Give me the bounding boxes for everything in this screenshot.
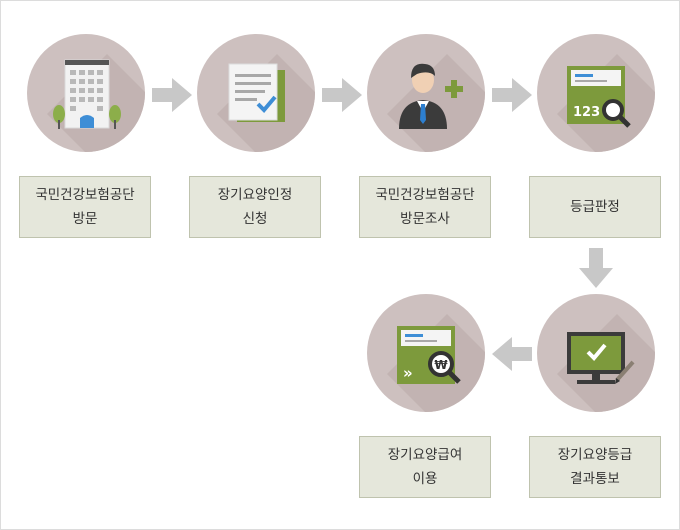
- step-2-circle: [197, 34, 315, 152]
- monitor-check-icon: [557, 314, 655, 412]
- step-4-label: 등급판정: [529, 176, 661, 238]
- arrow-right-2: [322, 78, 362, 112]
- grade-number-text: 123: [573, 105, 600, 120]
- step-1-label-line2: 방문: [72, 211, 98, 227]
- step-3-label-line1: 국민건강보험공단: [375, 187, 475, 203]
- person-plus-icon: [387, 54, 485, 152]
- step-5-label-line1: 장기요양등급: [557, 447, 633, 463]
- magnifier-123-icon: 123: [557, 54, 655, 152]
- arrows-text: »: [403, 364, 413, 382]
- step-6-label-line2: 이용: [412, 471, 438, 487]
- building-icon: [47, 54, 145, 152]
- arrow-right-1: [152, 78, 192, 112]
- step-3-label-line2: 방문조사: [400, 211, 450, 227]
- arrow-left: [492, 337, 532, 371]
- step-5-label-line2: 결과통보: [570, 471, 620, 487]
- arrow-down: [579, 248, 613, 288]
- step-1-label-line1: 국민건강보험공단: [35, 187, 135, 203]
- step-3-circle: [367, 34, 485, 152]
- step-2-label-line1: 장기요양인정: [217, 187, 293, 203]
- step-6-circle: » ₩: [367, 294, 485, 412]
- step-1-circle: [27, 34, 145, 152]
- step-4-label-line1: 등급판정: [570, 199, 620, 215]
- arrow-right-3: [492, 78, 532, 112]
- document-check-icon: [217, 54, 315, 152]
- won-magnifier-icon: » ₩: [387, 314, 485, 412]
- won-symbol-text: ₩: [434, 358, 448, 372]
- step-2-label-line2: 신청: [242, 211, 268, 227]
- step-6-label-line1: 장기요양급여: [387, 447, 463, 463]
- step-5-circle: [537, 294, 655, 412]
- step-4-circle: 123: [537, 34, 655, 152]
